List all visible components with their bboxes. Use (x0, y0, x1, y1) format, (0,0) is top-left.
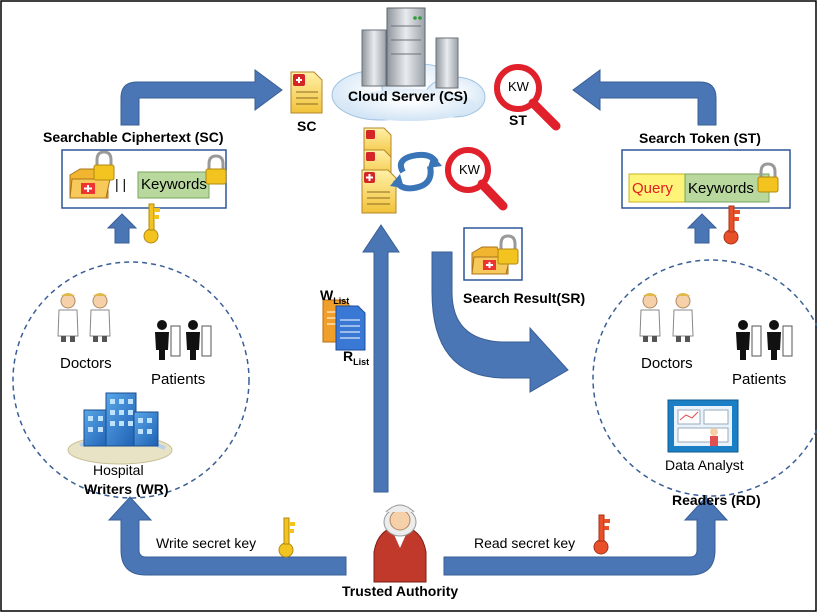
searchable-ciphertext-label: Searchable Ciphertext (SC) (43, 129, 224, 145)
read-key-icon (593, 514, 610, 555)
hospital-icon (67, 392, 173, 465)
access-list-documents-icon (322, 299, 366, 351)
query-text: Query (632, 180, 673, 197)
writers-label: Writers (WR) (84, 481, 169, 497)
write-key-icon (278, 517, 295, 558)
patients-icon (736, 320, 793, 360)
st-label: ST (509, 112, 527, 128)
ciphertext-document-icon (290, 71, 323, 114)
kw-badge-middle: KW (459, 162, 480, 177)
patients-icon (155, 320, 212, 360)
readers-doctors-label: Doctors (641, 355, 693, 372)
arrow-search-result (431, 251, 569, 393)
search-token-magnifier-icon (494, 64, 561, 131)
write-secret-key-label: Write secret key (156, 535, 257, 551)
search-token-box (621, 149, 791, 209)
sc-keywords-text: Keywords (141, 176, 207, 193)
r-list-label: RList (343, 348, 370, 367)
sc-label: SC (297, 118, 317, 134)
gold-key-icon (143, 203, 160, 244)
search-process-icon (361, 127, 508, 214)
readers-label: Readers (RD) (672, 492, 761, 508)
cloud-server (331, 7, 486, 121)
lock-icon (205, 154, 227, 185)
trusted-authority-icon (373, 504, 427, 583)
searchable-ciphertext-box (61, 149, 227, 209)
red-key-icon (723, 205, 740, 245)
st-keywords-text: Keywords (688, 180, 754, 197)
doctors-icon (57, 293, 111, 342)
lock-icon (757, 162, 779, 193)
readers-group-circle (592, 259, 817, 497)
arrow-writers-to-sc (106, 213, 138, 244)
search-token-label: Search Token (ST) (639, 130, 761, 146)
hospital-label: Hospital (93, 462, 144, 478)
arrow-sc-to-cloud (120, 69, 283, 126)
arrow-ta-to-writers (107, 496, 347, 576)
rotate-arrow-icon (390, 151, 442, 192)
keywords-field (684, 173, 770, 203)
document-stack-icon (361, 127, 397, 214)
keywords-field (137, 171, 210, 199)
arrow-readers-to-st (686, 213, 718, 244)
search-result-folder-icon (463, 227, 523, 281)
writers-patients-label: Patients (151, 371, 206, 388)
server-icon (361, 7, 459, 89)
data-analyst-icon (667, 399, 739, 453)
doctors-icon (639, 293, 694, 342)
query-field (628, 173, 686, 203)
search-result-label: Search Result(SR) (463, 290, 586, 306)
w-list-label: WList (320, 287, 350, 306)
arrow-ta-to-readers (443, 496, 729, 576)
cloud-server-label: Cloud Server (CS) (348, 88, 468, 104)
arrow-st-to-cloud (572, 69, 717, 126)
flow-arrows (106, 69, 729, 576)
lock-icon (93, 150, 115, 181)
data-analyst-label: Data Analyst (665, 457, 744, 473)
readers-patients-label: Patients (732, 371, 787, 388)
separator-text: | | (115, 176, 127, 192)
writers-group-circle (12, 261, 250, 499)
kw-badge-top: KW (508, 79, 529, 94)
arrow-ta-to-cloud (362, 224, 400, 493)
keyword-magnifier-icon (445, 147, 508, 211)
writers-doctors-label: Doctors (60, 355, 112, 372)
read-secret-key-label: Read secret key (474, 535, 576, 551)
trusted-authority-label: Trusted Authority (342, 583, 459, 599)
